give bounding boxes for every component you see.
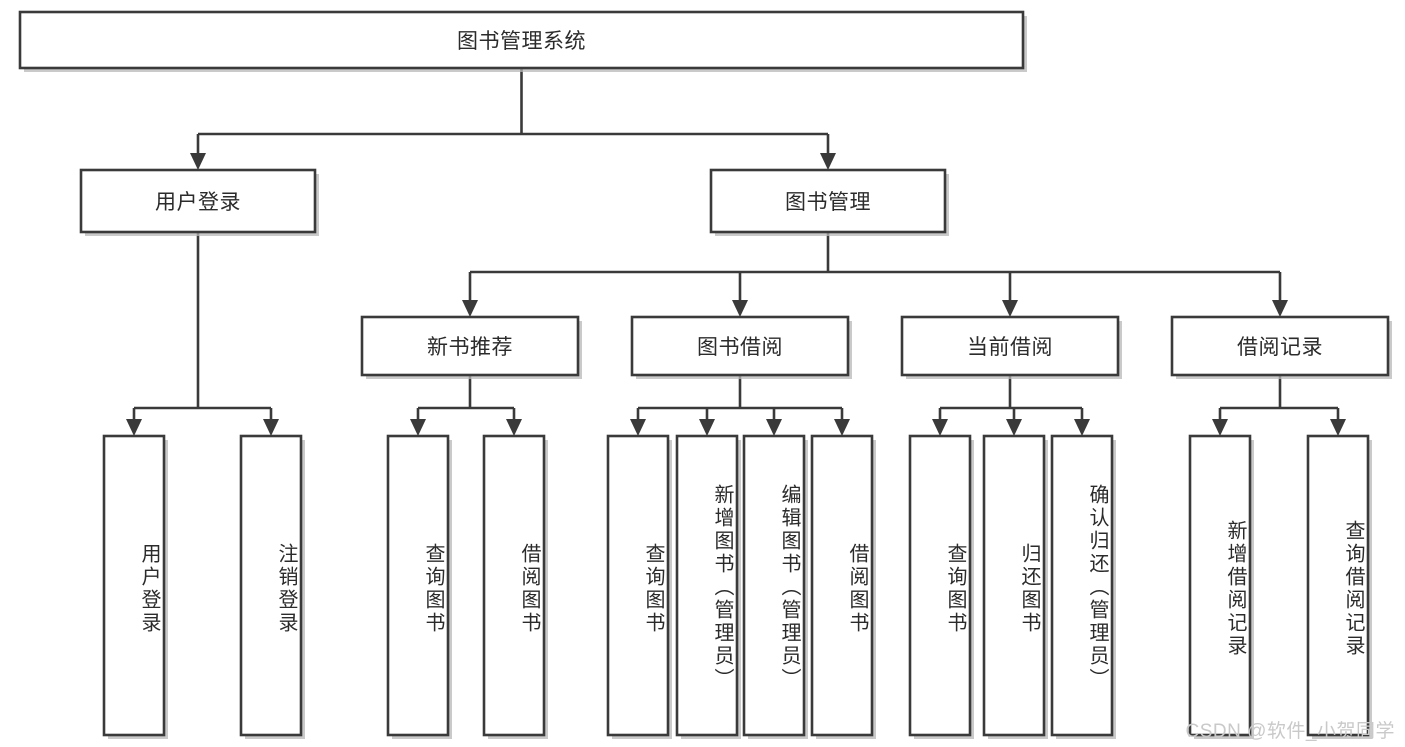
edge-book-manage-to-new-book-recommend-arrowhead (462, 300, 478, 317)
csdn-watermark: CSDN @软件_小贺同学 (1185, 721, 1395, 742)
node-borrow-record[interactable] (1170, 315, 1390, 377)
edge-borrow-record-to-leaf-query-borrow-record-arrowhead (1330, 419, 1346, 436)
node-leaf-add-borrow-record[interactable] (1188, 434, 1252, 737)
node-leaf-confirm-return[interactable] (1050, 434, 1114, 737)
edge-user-login-to-leaf-user-login-arrowhead (126, 419, 142, 436)
edge-book-borrow-to-leaf-borrow-book-2-arrowhead (834, 419, 850, 436)
edge-title-to-user-login-arrowhead (190, 153, 206, 170)
edge-current-borrow-to-leaf-confirm-return-arrowhead (1074, 419, 1090, 436)
node-book-manage[interactable] (709, 168, 947, 234)
node-leaf-query-borrow-record[interactable] (1306, 434, 1370, 737)
edge-book-manage-to-book-borrow-arrowhead (732, 300, 748, 317)
node-leaf-return-book[interactable] (982, 434, 1046, 737)
edge-title-to-book-manage-arrowhead (820, 153, 836, 170)
edge-book-borrow-to-leaf-add-book-arrowhead (699, 419, 715, 436)
node-leaf-borrow-book-1[interactable] (482, 434, 546, 737)
connector-edges (126, 68, 1346, 436)
node-leaf-add-book[interactable] (675, 434, 739, 737)
node-leaf-query-book-1[interactable] (386, 434, 450, 737)
node-new-book-recommend[interactable] (360, 315, 580, 377)
edge-book-manage-to-borrow-record-arrowhead (1272, 300, 1288, 317)
node-leaf-edit-book[interactable] (742, 434, 806, 737)
node-leaf-user-login[interactable] (102, 434, 166, 737)
node-leaf-query-book-2[interactable] (606, 434, 670, 737)
node-leaf-borrow-book-2[interactable] (810, 434, 874, 737)
node-leaf-logout-login[interactable] (239, 434, 303, 737)
edge-new-book-recommend-to-leaf-query-book-1-arrowhead (410, 419, 426, 436)
edge-user-login-to-leaf-logout-login-arrowhead (263, 419, 279, 436)
edge-book-borrow-to-leaf-edit-book-arrowhead (766, 419, 782, 436)
edge-new-book-recommend-to-leaf-borrow-book-1-arrowhead (506, 419, 522, 436)
node-book-borrow[interactable] (630, 315, 850, 377)
edge-borrow-record-to-leaf-add-borrow-record-arrowhead (1212, 419, 1228, 436)
edge-current-borrow-to-leaf-query-book-3-arrowhead (932, 419, 948, 436)
node-user-login[interactable] (79, 168, 317, 234)
node-title-system[interactable] (18, 10, 1025, 70)
node-leaf-query-book-3[interactable] (908, 434, 972, 737)
edge-book-manage-to-current-borrow-arrowhead (1002, 300, 1018, 317)
node-current-borrow[interactable] (900, 315, 1120, 377)
node-boxes (18, 10, 1392, 739)
edge-current-borrow-to-leaf-return-book-arrowhead (1006, 419, 1022, 436)
edge-book-borrow-to-leaf-query-book-2-arrowhead (630, 419, 646, 436)
